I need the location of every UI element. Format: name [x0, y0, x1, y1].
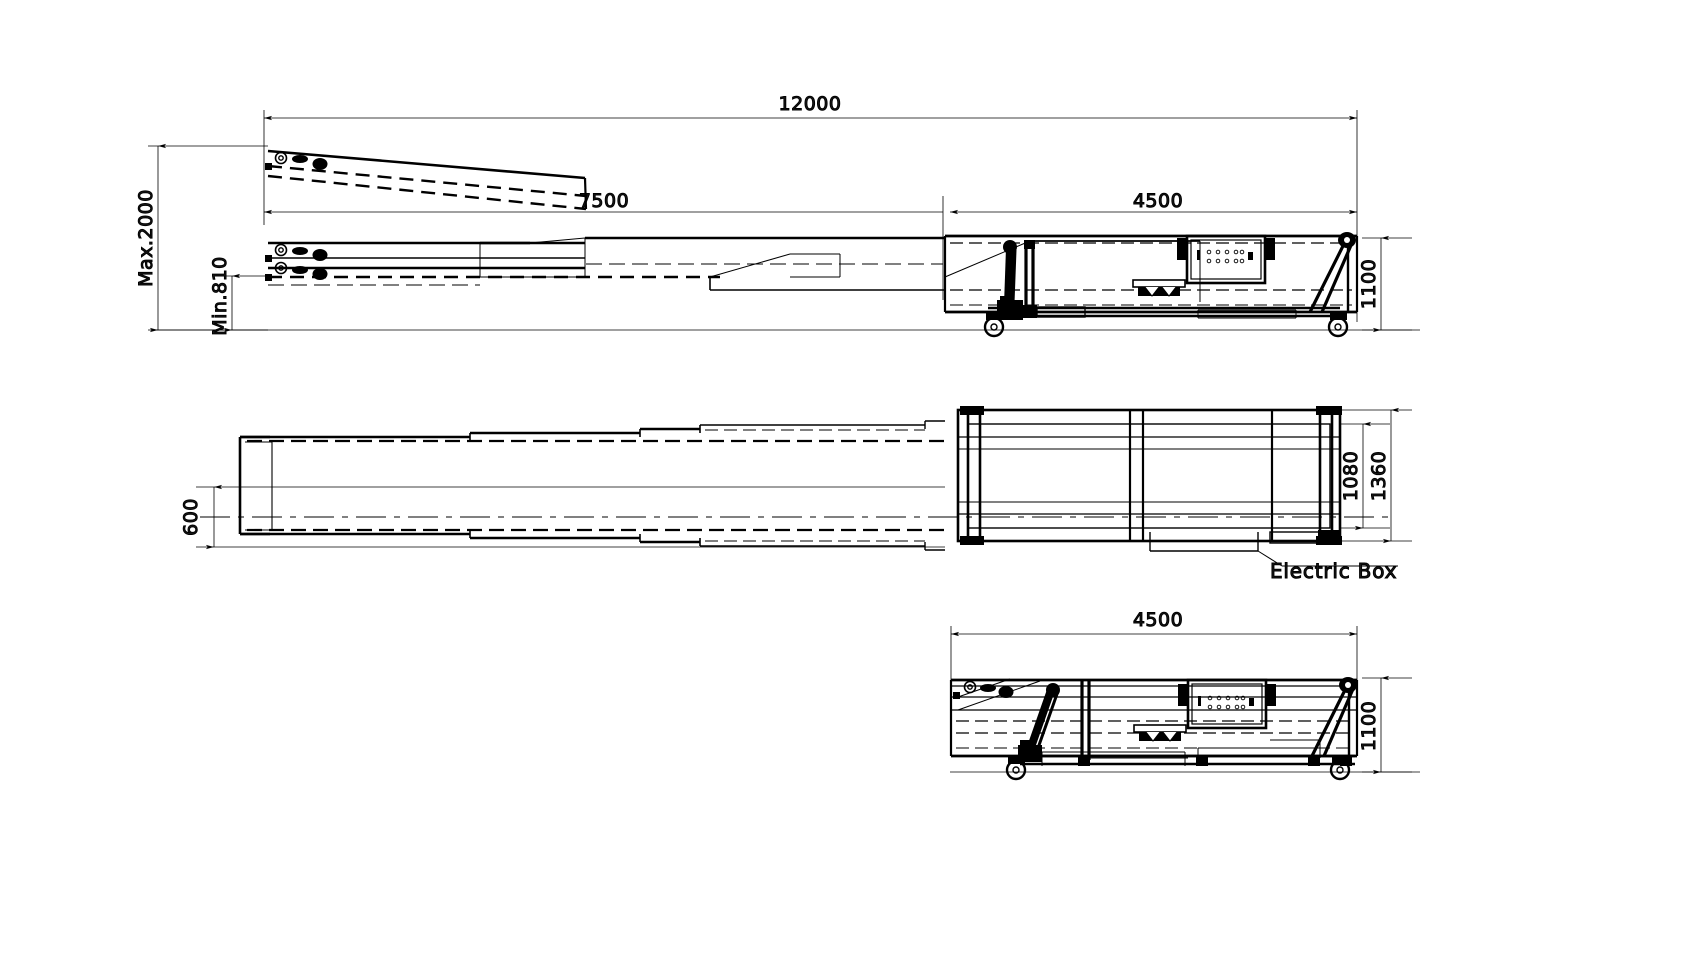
dimension-label-7500: 7500 [579, 190, 629, 212]
view-elevation-extended: 12000 7500 4500 Max.2000 Min.810 [135, 93, 1420, 338]
electric-box-plan [1149, 530, 1340, 552]
electric-box-top [1177, 234, 1275, 285]
chassis-assembly-bottom [949, 677, 1359, 781]
dimension-max-height: Max.2000 [135, 143, 268, 333]
dimension-label-12000: 12000 [779, 93, 842, 115]
callout-electric-box: Electric Box [1257, 550, 1398, 584]
dimension-label-max-2000: Max.2000 [135, 189, 157, 287]
chassis-frame-plan [956, 406, 1342, 552]
dimension-label-600: 600 [180, 498, 202, 536]
view-plan: 600 1080 1360 [180, 406, 1412, 584]
dimension-extension-length: 7500 [264, 190, 944, 300]
support-column-top [1024, 240, 1035, 313]
callout-label-electric-box: Electric Box [1270, 559, 1397, 583]
button-array-top [1206, 249, 1245, 264]
support-column-bottom [1080, 680, 1091, 760]
button-array-bottom [1207, 695, 1246, 710]
hydraulic-cylinder-bottom [1018, 683, 1060, 762]
dimension-label-4500-bottom: 4500 [1133, 609, 1183, 631]
dimension-belt-width: 600 [180, 484, 245, 550]
axle-detail-top [1132, 279, 1186, 297]
rear-brace-top [1308, 232, 1356, 313]
dimension-total-length: 12000 [263, 93, 1358, 322]
chassis-assembly-top [943, 232, 1359, 338]
rear-brace-bottom [1310, 677, 1357, 757]
dimension-label-1100-top: 1100 [1358, 259, 1380, 309]
castor-wheel-rear-bottom [1329, 756, 1351, 781]
electric-box-bottom [1178, 678, 1276, 730]
dimension-label-1100-bottom: 1100 [1358, 701, 1380, 751]
castor-wheel-rear-top [1327, 312, 1349, 338]
dimension-label-min-810: Min.810 [209, 256, 231, 336]
dimension-chassis-height-top: 1100 [1358, 235, 1412, 333]
dimension-label-4500-top: 4500 [1133, 190, 1183, 212]
dimension-chassis-length-bottom: 4500 [950, 609, 1358, 690]
dimension-min-height: Min.810 [209, 256, 268, 336]
castor-wheel-front-top [983, 312, 1005, 338]
boom-raised-phantom [265, 149, 588, 211]
view-elevation-retracted: 4500 1100 [949, 609, 1420, 781]
dimension-chassis-height-bottom: 1100 [1358, 675, 1412, 775]
dimension-label-1360: 1360 [1368, 451, 1390, 501]
boom-lowered [265, 236, 945, 291]
head-roller-bottom [953, 678, 1041, 711]
dimension-inner-frame-width: 1080 [1340, 421, 1390, 531]
dimension-chassis-length-top: 4500 [950, 190, 1357, 215]
axle-detail-bottom [1133, 724, 1187, 742]
dimension-label-1080: 1080 [1340, 451, 1362, 501]
castor-wheel-front-bottom [1005, 756, 1027, 781]
dimension-outer-frame-width: 1360 [1340, 407, 1412, 544]
boom-plan [200, 420, 1390, 551]
